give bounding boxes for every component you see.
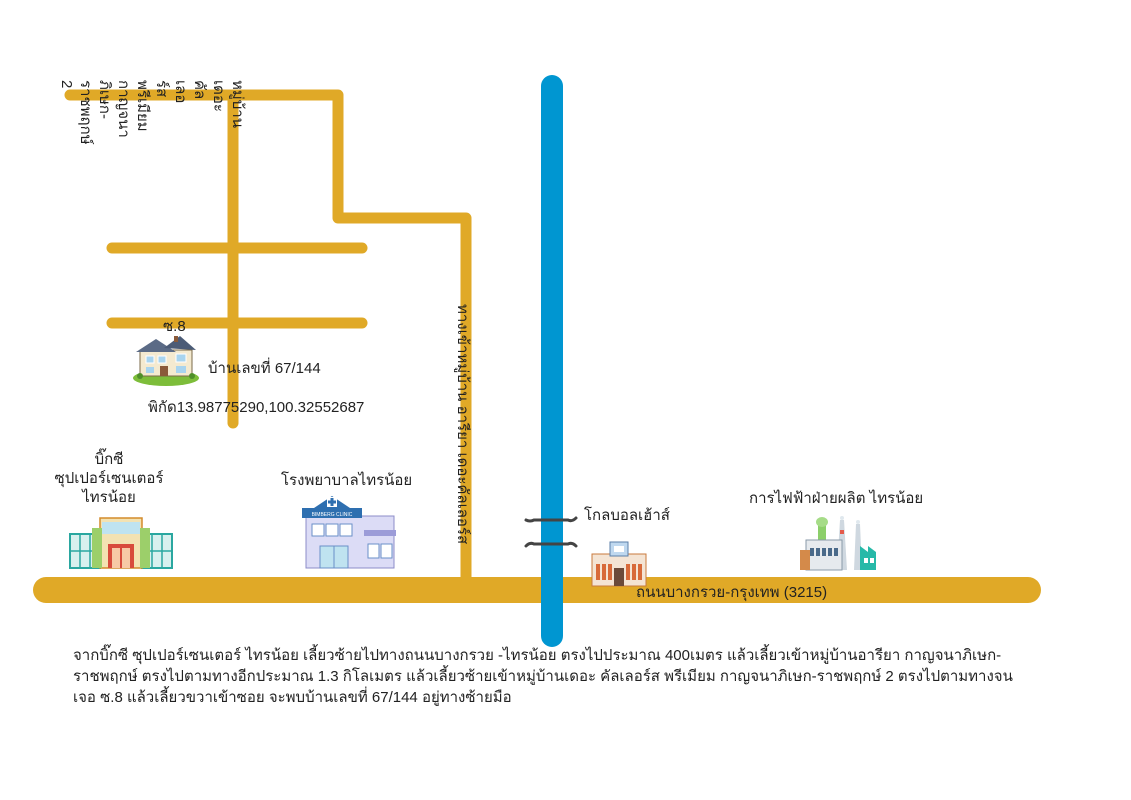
power-plant-icon (800, 516, 876, 571)
village-entrance-road (64, 89, 472, 584)
main-road-label: ถนนบางกรวย-กรุงเทพ (3215) (636, 584, 828, 601)
egat-label: การไฟฟ้าฝ่ายผลิต ไทรน้อย (749, 490, 924, 507)
bridge-icon (524, 516, 578, 548)
house-label: บ้านเลขที่ 67/144 (208, 360, 321, 377)
road-network (33, 89, 1041, 603)
bigc-label: บิ๊กซี ซุปเปอร์เซนเตอร์ ไทรน้อย (54, 451, 164, 506)
store-icon (591, 541, 647, 587)
globalhouse-label: โกลบอลเฮ้าส์ (584, 507, 670, 524)
hospital-label: โรงพยาบาลไทรน้อย (281, 472, 413, 489)
soi-label: ซ.8 (163, 318, 186, 335)
house-icon (133, 336, 199, 386)
supermarket-icon (69, 517, 173, 569)
village-entrance-label: ทางเข้าหมู่บ้าน อารียา เดอะคัลเลอร์ส (454, 304, 471, 545)
coordinates-label: พิกัด13.98775290,100.32552687 (148, 399, 365, 416)
hospital-icon: BIMBERG CLINIC (302, 496, 396, 569)
directions-text: จากบิ๊กซี ซุปเปอร์เซนเตอร์ ไทรน้อย เลี้ย… (73, 647, 1013, 706)
clinic-sign: BIMBERG CLINIC (312, 512, 353, 518)
village-label: หมู่บ้าน เดอะคัลเลอร์ส พรีเมียม กาญจนาภิ… (58, 80, 246, 145)
